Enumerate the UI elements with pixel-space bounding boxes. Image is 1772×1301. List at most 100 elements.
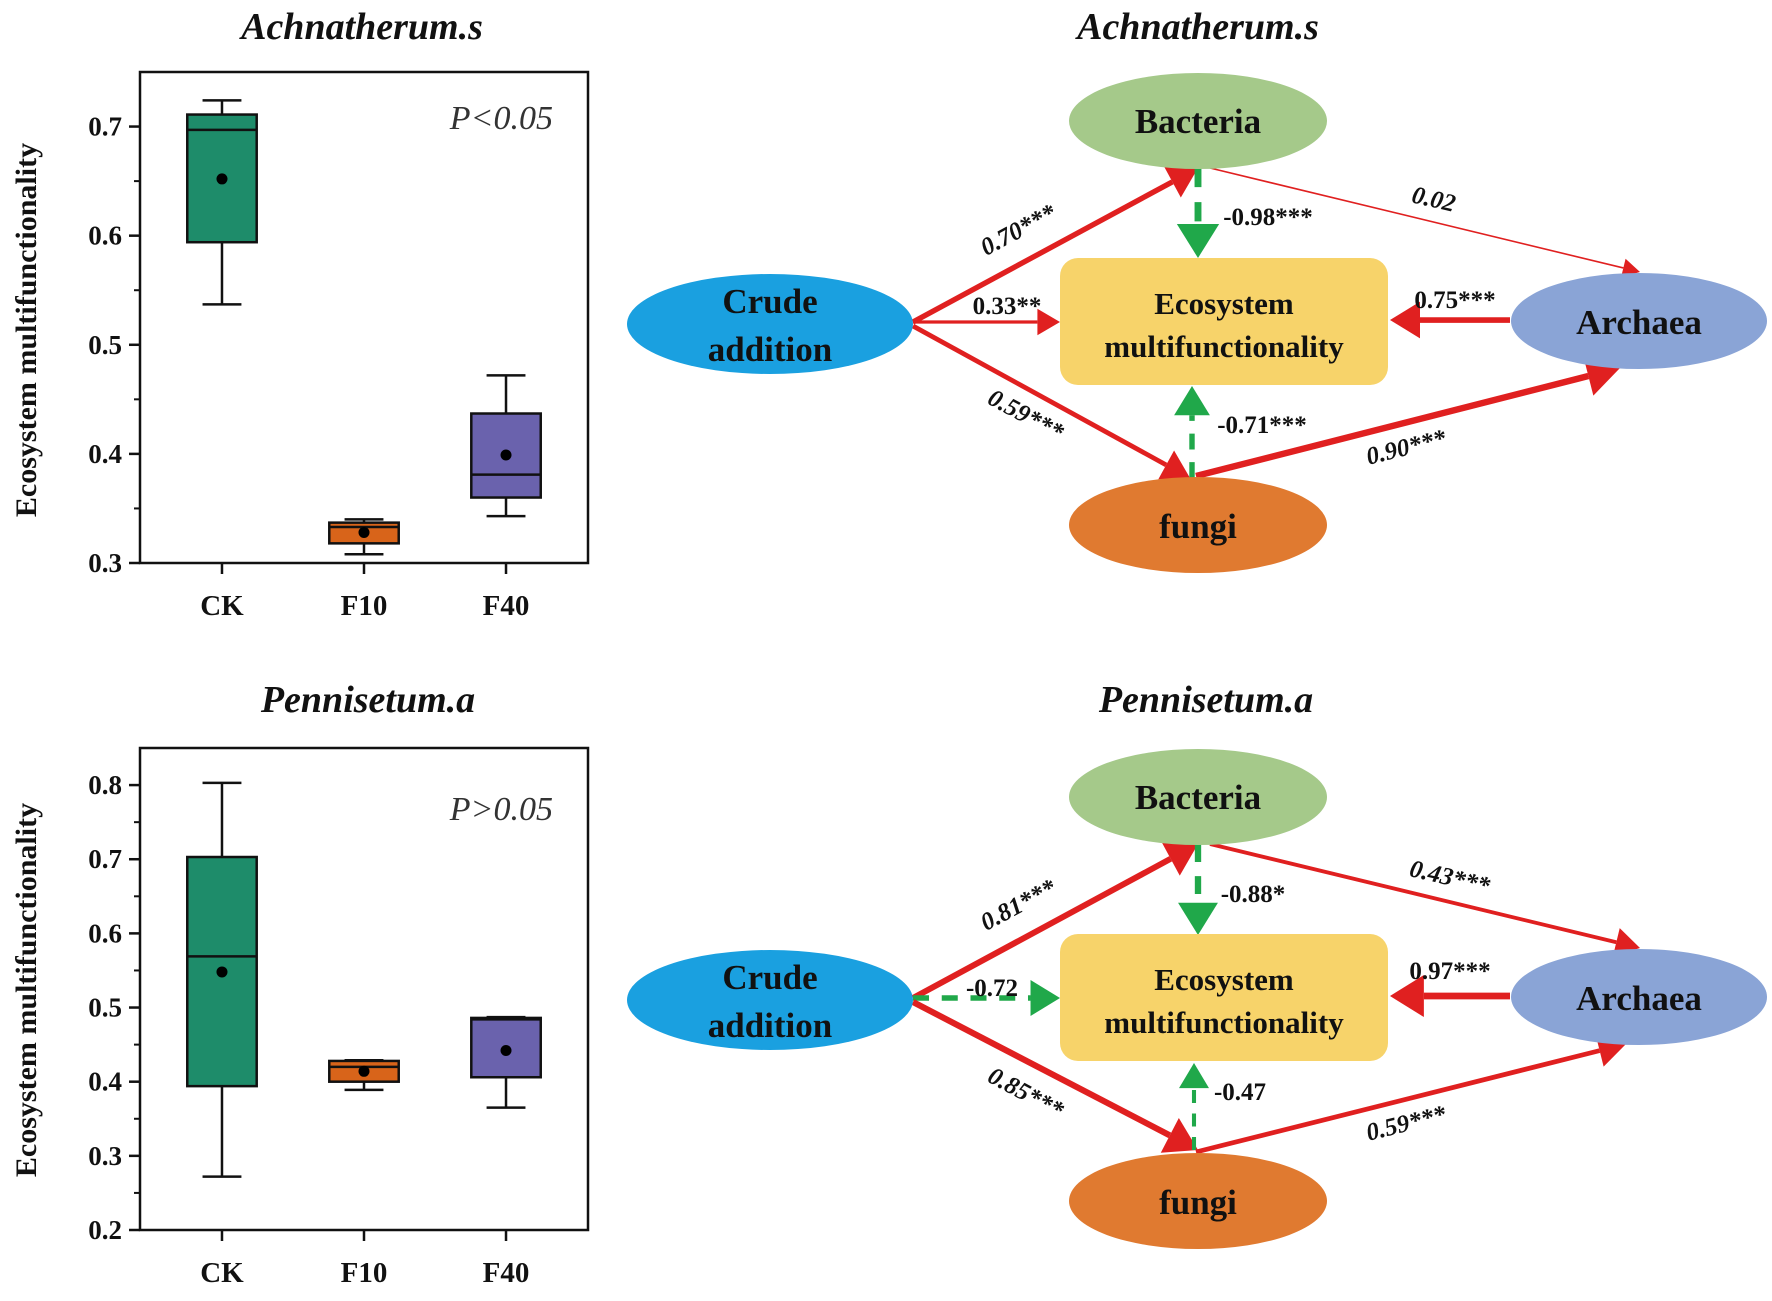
coefficient-label: 0.70*** — [976, 199, 1061, 261]
path-bacteria-archaea — [1209, 167, 1624, 269]
node-ecosystem-label-1: Ecosystem — [1154, 962, 1294, 997]
path-fungi-ecosystem-head — [1174, 386, 1210, 416]
boxplot-pennisetum: Pennisetum.a Ecosystem multifunctionalit… — [10, 679, 590, 1289]
coefficient-label: 0.02 — [1409, 182, 1458, 218]
y-tick-label: 0.3 — [88, 1141, 122, 1171]
node-ecosystem-label-1: Ecosystem — [1154, 286, 1294, 321]
y-tick-label: 0.6 — [88, 918, 122, 948]
path-archaea-ecosystem-head — [1390, 974, 1424, 1018]
y-axis-label: Ecosystem multifunctionality — [10, 803, 43, 1177]
path-arrows — [911, 166, 1640, 480]
node-crude-label-2: addition — [708, 1006, 833, 1045]
coefficient-label: 0.85*** — [983, 1062, 1068, 1124]
node-bacteria: Bacteria — [1069, 73, 1327, 169]
node-fungi-shape — [1069, 1153, 1327, 1249]
coefficient-label: -0.71*** — [1217, 412, 1307, 439]
y-tick-label: 0.7 — [88, 844, 122, 874]
y-tick-label: 0.2 — [88, 1215, 122, 1245]
y-tick-label: 0.3 — [88, 548, 122, 578]
node-archaea-shape — [1511, 949, 1767, 1045]
path-crude-fungi — [911, 999, 1172, 1139]
path-bacteria-archaea-head — [1621, 258, 1640, 278]
box-f40 — [470, 1015, 542, 1109]
path-arrows — [911, 841, 1640, 1155]
x-tick-label: F10 — [341, 590, 388, 622]
y-tick-label: 0.4 — [88, 439, 122, 469]
mean-point — [216, 173, 228, 185]
boxplot-achnatherum: Achnatherum.s Ecosystem multifunctionali… — [10, 6, 590, 622]
path-archaea-ecosystem-head — [1390, 301, 1420, 339]
path-fungi-archaea — [1195, 1048, 1601, 1155]
node-bacteria-label: Bacteria — [1135, 102, 1261, 141]
node-ecosystem-shape — [1060, 258, 1388, 385]
coefficient-label: 0.59*** — [983, 384, 1068, 446]
x-tick-label: F40 — [483, 1257, 530, 1289]
node-crude-shape — [627, 274, 913, 374]
coefficient-label: 0.33** — [973, 293, 1042, 320]
y-tick-label: 0.6 — [88, 221, 122, 251]
coefficient-label: 0.97*** — [1409, 958, 1490, 985]
node-fungi-shape — [1069, 477, 1327, 573]
path-crude-bacteria-head — [1163, 166, 1198, 198]
node-crude-label-1: Crude — [722, 282, 817, 321]
path-crude-bacteria-head — [1161, 841, 1198, 876]
coefficient-label: -0.98*** — [1223, 204, 1313, 231]
path-bacteria-archaea — [1209, 842, 1617, 945]
path-bacteria-ecosystem-head — [1178, 902, 1218, 935]
diagram-title: Achnatherum.s — [1075, 6, 1319, 48]
node-bacteria-shape — [1069, 749, 1327, 845]
box-ck — [186, 781, 258, 1178]
x-tick-label: F40 — [483, 590, 530, 622]
node-crude-label-1: Crude — [722, 958, 817, 997]
node-archaea: Archaea — [1511, 273, 1767, 369]
node-bacteria-shape — [1069, 73, 1327, 169]
path-crude-fungi-head — [1160, 1117, 1198, 1153]
path-crude-fungi — [911, 323, 1168, 468]
box-ck — [186, 99, 258, 306]
coefficient-label: -0.72 — [966, 975, 1018, 1002]
path-fungi-ecosystem-head — [1179, 1063, 1209, 1089]
p-value-annotation: P<0.05 — [449, 100, 553, 137]
mean-point — [216, 966, 228, 978]
coefficient-label: -0.88* — [1221, 881, 1286, 908]
node-crude-shape — [627, 950, 913, 1050]
node-crude-label-2: addition — [708, 330, 833, 369]
path-fungi-archaea — [1195, 372, 1590, 480]
node-ecosystem-label-2: multifunctionality — [1104, 329, 1344, 364]
mean-point — [358, 526, 370, 538]
node-archaea-label: Archaea — [1576, 303, 1702, 342]
path-crude-bacteria — [911, 856, 1173, 1001]
mean-point — [500, 1045, 512, 1057]
coefficient-label: -0.47 — [1214, 1079, 1266, 1106]
path-crude-ecosystem-head — [1037, 308, 1060, 336]
box-f10 — [328, 518, 400, 556]
node-ecosystem-multifunctionality: Ecosystem multifunctionality — [1060, 258, 1388, 385]
x-tick-label: CK — [200, 1257, 244, 1289]
node-bacteria-label: Bacteria — [1135, 778, 1261, 817]
p-value-annotation: P>0.05 — [449, 791, 553, 828]
node-archaea: Archaea — [1511, 949, 1767, 1045]
coefficient-label: 0.75*** — [1414, 287, 1495, 314]
box-f10 — [328, 1058, 400, 1092]
path-crude-fungi-head — [1158, 450, 1190, 480]
node-fungi-label: fungi — [1159, 507, 1237, 546]
y-tick-label: 0.7 — [88, 112, 122, 142]
node-crude-addition: Crude addition — [627, 950, 913, 1050]
x-tick-label: CK — [200, 590, 244, 622]
mean-point — [500, 449, 512, 461]
mean-point — [358, 1065, 370, 1077]
box-f40 — [470, 374, 542, 518]
node-fungi-label: fungi — [1159, 1183, 1237, 1222]
y-tick-label: 0.8 — [88, 770, 122, 800]
boxplot-title: Achnatherum.s — [239, 6, 483, 48]
y-tick-label: 0.5 — [88, 330, 122, 360]
y-tick-label: 0.4 — [88, 1067, 122, 1097]
diagram-title: Pennisetum.a — [1098, 679, 1313, 721]
path-crude-bacteria — [911, 179, 1174, 325]
